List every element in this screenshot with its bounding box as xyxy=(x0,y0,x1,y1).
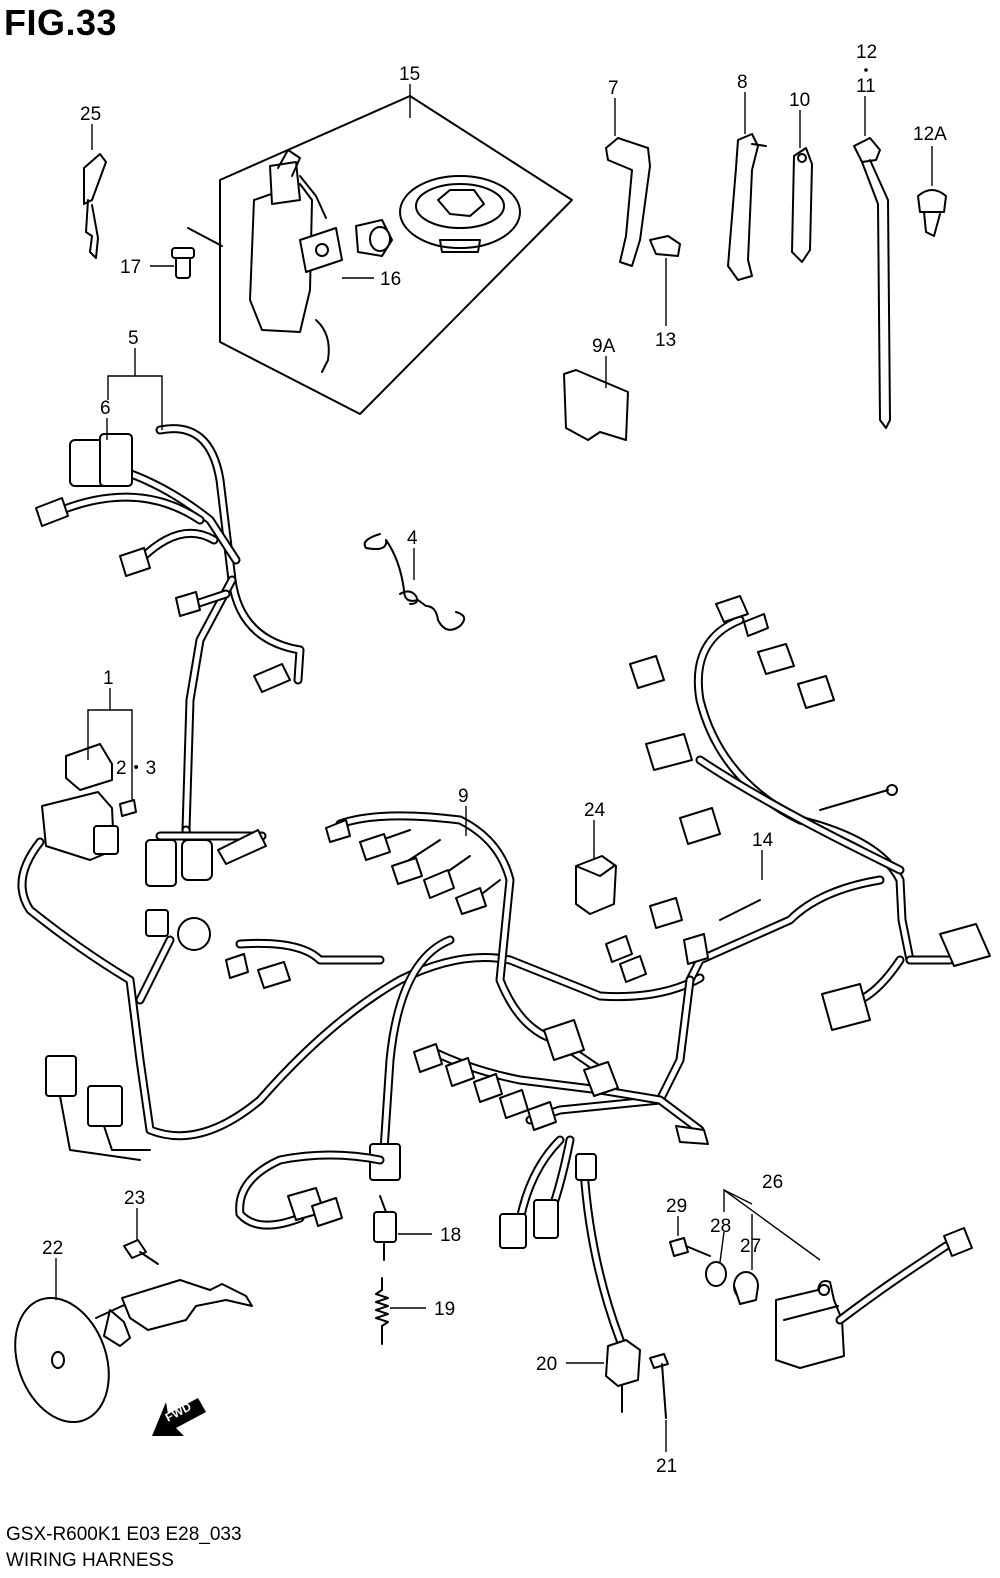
part-5-main-harness[interactable] xyxy=(35,424,305,835)
callout-17: 17 xyxy=(120,257,141,278)
part-9a-cover[interactable] xyxy=(563,369,629,441)
callout-12: 12 xyxy=(856,42,877,63)
part-4-spring[interactable] xyxy=(363,533,466,631)
part-28-collar[interactable] xyxy=(705,1261,727,1287)
callout-9: 9 xyxy=(458,786,469,807)
callout-23: 23 xyxy=(124,1188,145,1209)
callout-22: 22 xyxy=(42,1238,63,1259)
callout-16: 16 xyxy=(380,269,401,290)
part-27-grommet[interactable] xyxy=(733,1271,759,1305)
callout-8: 8 xyxy=(737,72,748,93)
part-11-cable-tie[interactable] xyxy=(853,137,891,429)
part-24-relay[interactable] xyxy=(575,855,617,915)
fwd-direction-arrow: FWD xyxy=(152,1398,206,1436)
callout-26: 26 xyxy=(762,1172,783,1193)
part-14-right-harness[interactable] xyxy=(525,595,991,1125)
callout-9a: 9A xyxy=(592,336,616,357)
figure-title: FIG.33 xyxy=(4,2,118,43)
footer-figure-name: WIRING HARNESS xyxy=(6,1550,174,1571)
part-1-fuse-box[interactable] xyxy=(41,743,137,861)
part-12a-clip[interactable] xyxy=(917,189,947,237)
main-harness-body[interactable] xyxy=(17,825,705,1161)
callout-29: 29 xyxy=(666,1196,687,1217)
callout-20: 20 xyxy=(536,1354,557,1375)
callout-5: 5 xyxy=(128,328,139,349)
callout-13: 13 xyxy=(655,330,676,351)
callout-6: 6 xyxy=(100,398,111,419)
part-23-bolt[interactable] xyxy=(123,1239,159,1265)
callout-10: 10 xyxy=(789,90,810,111)
callout-18: 18 xyxy=(440,1225,461,1246)
part-25-key[interactable] xyxy=(83,153,107,259)
footer-model-code: GSX-R600K1 E03 E28_033 xyxy=(6,1524,242,1545)
callout-19: 19 xyxy=(434,1299,455,1320)
callout-21: 21 xyxy=(656,1456,677,1477)
callout-4: 4 xyxy=(407,528,418,549)
part-19-spring[interactable] xyxy=(375,1277,389,1345)
callout-24: 24 xyxy=(584,800,606,821)
part-17-screw[interactable] xyxy=(171,247,195,279)
callout-7: 7 xyxy=(608,78,619,99)
part-8-clamp[interactable] xyxy=(727,133,767,281)
part-9-sub-harness[interactable] xyxy=(325,811,605,1075)
callout-27: 27 xyxy=(740,1236,761,1257)
part-21-screw[interactable] xyxy=(649,1353,669,1419)
callout-1: 1 xyxy=(103,668,114,689)
part-29-bolt[interactable] xyxy=(669,1237,711,1257)
callout-12a: 12A xyxy=(913,124,947,145)
part-15-lock-set[interactable] xyxy=(187,95,573,415)
part-13-bolt[interactable] xyxy=(649,235,681,257)
part-26-sensor-assy[interactable] xyxy=(775,1227,973,1369)
callout-15: 15 xyxy=(399,64,420,85)
callout-14: 14 xyxy=(752,830,774,851)
callout-2-3: 2・3 xyxy=(116,758,156,779)
part-10-clamp[interactable] xyxy=(791,147,813,263)
lower-harness-section[interactable] xyxy=(235,935,709,1345)
callout-28: 28 xyxy=(710,1216,731,1237)
callout-11: 11 xyxy=(856,76,876,97)
part-20-sensor[interactable] xyxy=(605,1339,641,1413)
part-18-switch[interactable] xyxy=(373,1195,397,1261)
part-7-bracket[interactable] xyxy=(605,137,651,267)
callout-25: 25 xyxy=(80,104,101,125)
part-22-horn[interactable] xyxy=(0,1279,253,1435)
